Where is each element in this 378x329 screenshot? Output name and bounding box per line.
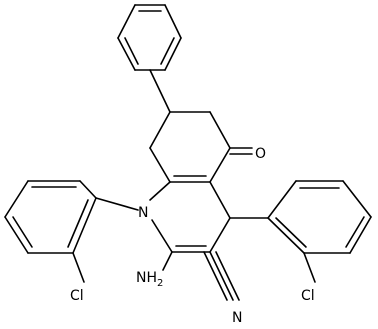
atom-n-ring: N xyxy=(138,205,148,221)
dihydropyridine-ring xyxy=(149,181,231,253)
bond-n-aryl xyxy=(95,197,139,211)
atom-n-nitrile: N xyxy=(232,310,242,326)
bond-amino xyxy=(162,251,173,271)
bond-cl-right xyxy=(303,252,316,283)
atom-amino: NH2 xyxy=(136,270,163,289)
atom-o-ketone: O xyxy=(255,146,266,162)
amino-main: NH xyxy=(136,270,157,286)
cyclohexenone-ring xyxy=(149,111,231,183)
atom-cl-right: Cl xyxy=(301,288,315,304)
bond-nitrile-2 xyxy=(215,251,240,301)
phenyl-ring-top xyxy=(117,4,182,71)
chlorophenyl-ring-left xyxy=(4,180,97,254)
bond-cl-left xyxy=(72,252,85,283)
bond-phenyl-link xyxy=(149,69,171,113)
amino-subscript: 2 xyxy=(157,278,163,289)
bond-nitrile-1 xyxy=(209,251,234,301)
bonds xyxy=(4,4,372,301)
chlorophenyl-ring-right xyxy=(267,180,372,254)
bond-nitrile-3 xyxy=(203,251,228,301)
atom-cl-left: Cl xyxy=(70,288,84,304)
